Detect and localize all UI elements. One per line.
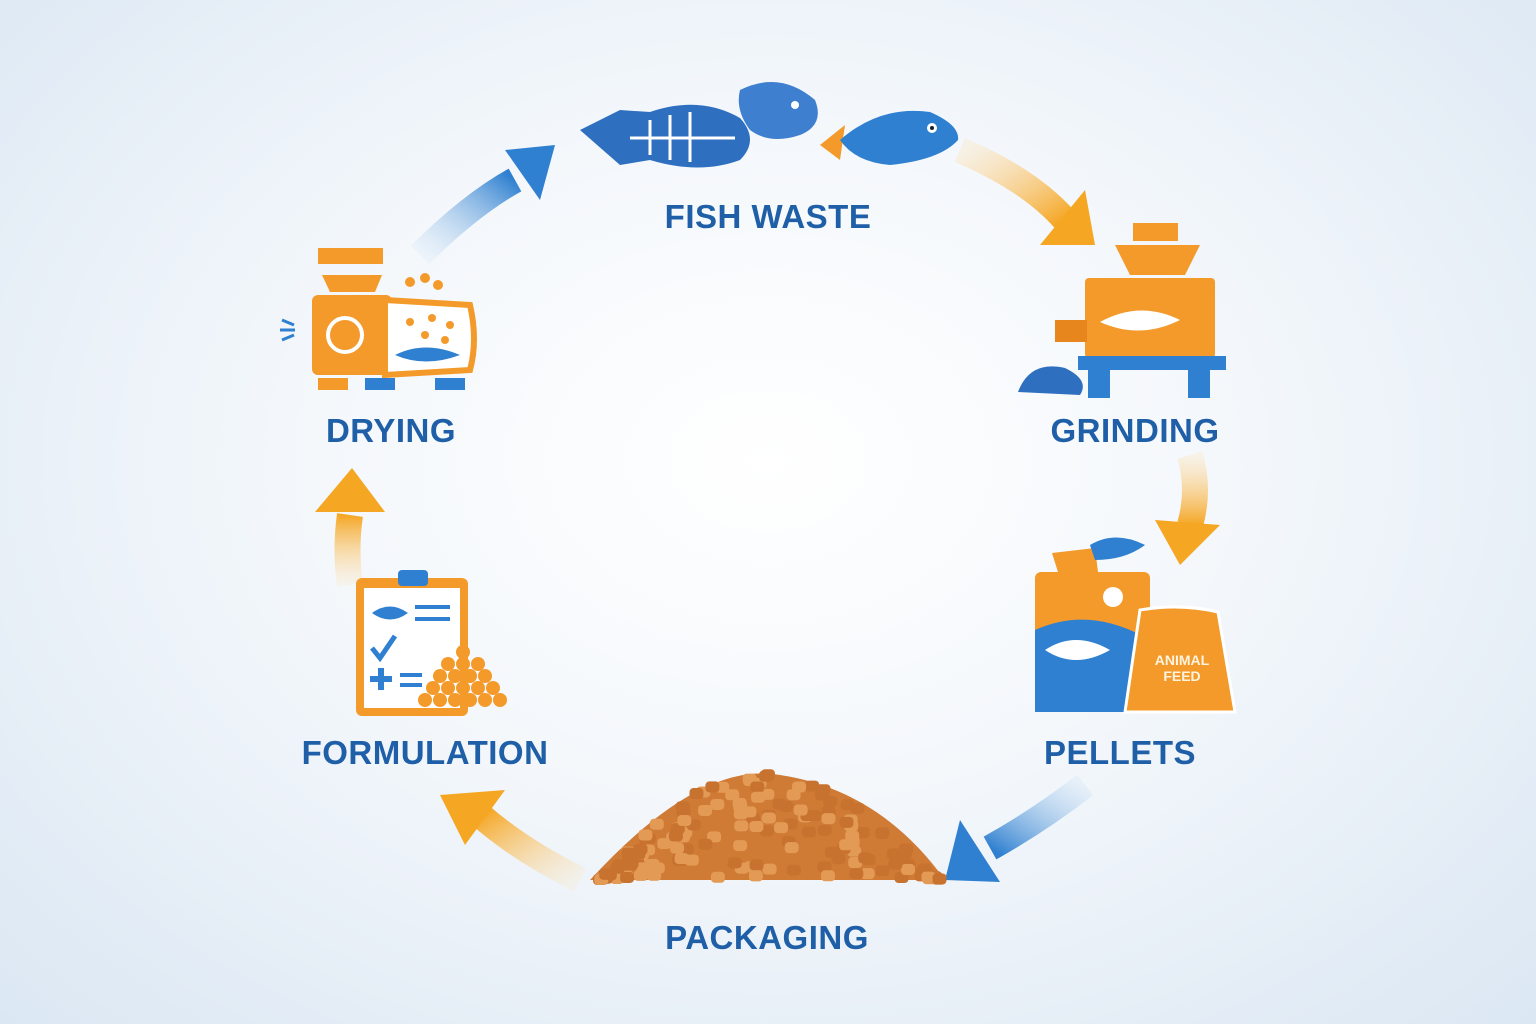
step-label-drying: DRYING [325, 412, 457, 449]
grinder-icon [1018, 223, 1226, 398]
pellet-pile-icon [590, 769, 947, 885]
step-label-packaging: PACKAGING [665, 919, 869, 956]
clipboard-icon [356, 570, 507, 716]
step-label-grinding: GRINDING [1050, 412, 1220, 449]
bag-text-line2: FEED [1163, 668, 1201, 684]
step-label-formulation: FORMULATION [301, 734, 549, 771]
dryer-icon [280, 248, 477, 390]
fish-waste-icon [580, 82, 959, 168]
feed-bags-icon [1035, 537, 1237, 714]
step-label-fish-waste: FISH WASTE [664, 198, 872, 235]
arrow-pellets-to-packaging [945, 774, 1093, 882]
arrow-packaging-to-formulation [440, 790, 586, 892]
arrow-grinding-to-pellets [1155, 451, 1220, 565]
arrow-formulation-to-drying [315, 468, 385, 587]
arrow-fishwaste-to-grinding [954, 138, 1095, 245]
arrow-drying-to-fishwaste [410, 145, 555, 265]
step-label-pellets: PELLETS [1043, 734, 1197, 771]
bag-text-line1: ANIMAL [1154, 652, 1210, 668]
animal-feed-bag-text: ANIMAL FEED [1155, 652, 1209, 684]
